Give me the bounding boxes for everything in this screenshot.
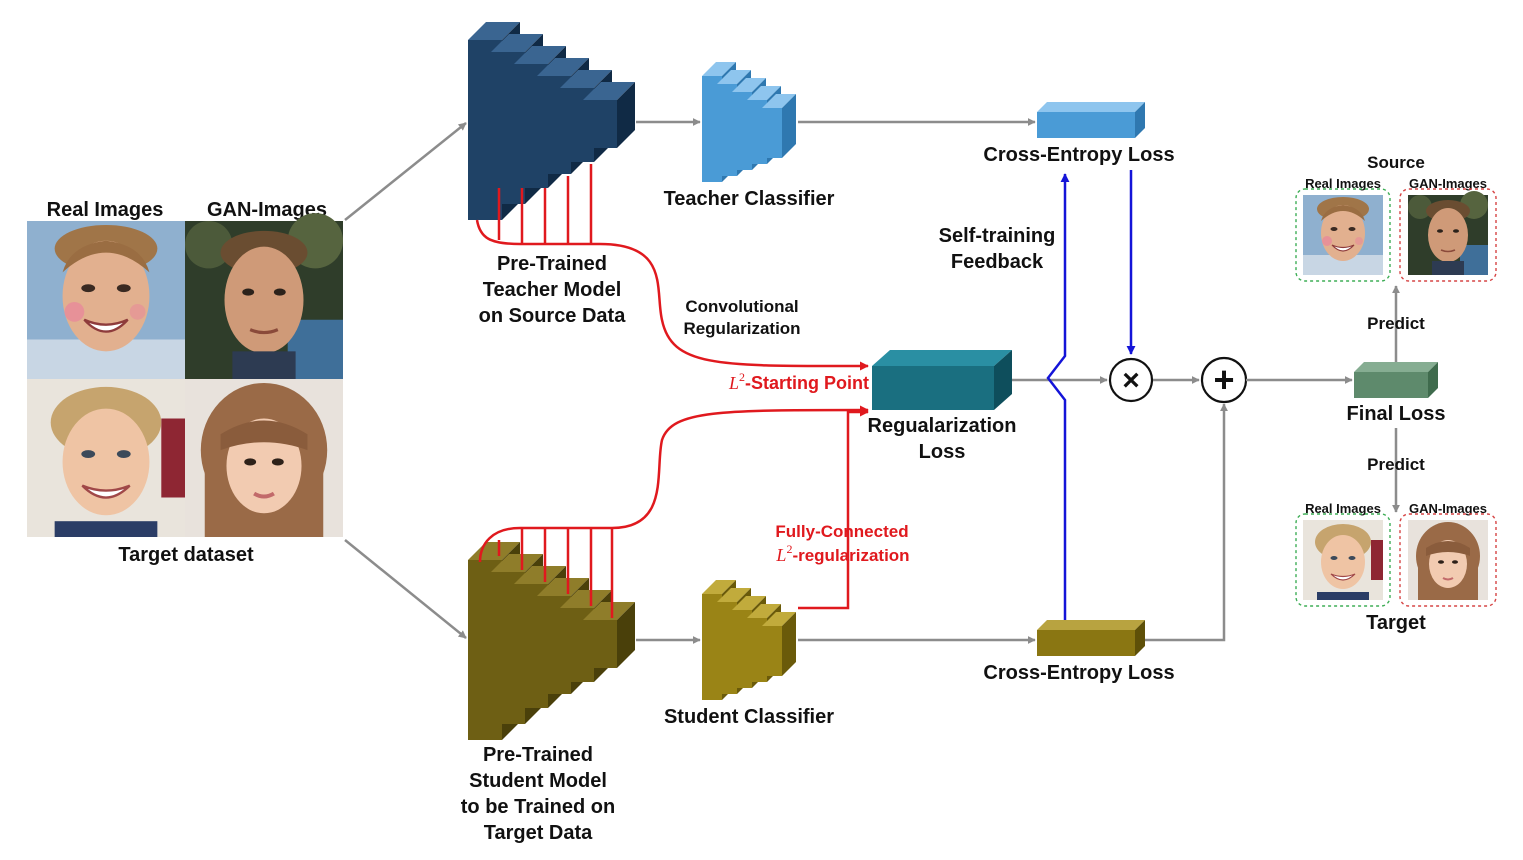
- source-gan-thumbnail: [1407, 190, 1489, 276]
- source-real-label: Real Images: [1305, 176, 1381, 191]
- arrow-dataset-to-teacher: [344, 122, 467, 221]
- source-real-frame: [1295, 188, 1391, 282]
- student-model-label-line2: Student Model: [469, 770, 607, 792]
- source-gan-label: GAN-Images: [1409, 176, 1487, 191]
- target-real-label: Real Images: [1305, 501, 1381, 516]
- student-classifier-label: Student Classifier: [664, 706, 834, 728]
- student-model-block: [468, 542, 635, 740]
- teacher-model-block: [468, 22, 635, 220]
- student-feature-taps: [478, 526, 614, 618]
- teacher-classifier-label: Teacher Classifier: [664, 188, 835, 210]
- gan-image-2: [183, 377, 345, 539]
- target-real-frame: [1295, 513, 1391, 607]
- conv-regularization-label-line1: Convolutional: [685, 297, 798, 316]
- student-model-label-line1: Pre-Trained: [483, 744, 593, 766]
- fc-regularization-label-line2: L2-regularization: [775, 542, 909, 565]
- student-ce-loss-block: [1037, 620, 1145, 656]
- self-training-feedback-path: [1046, 173, 1070, 620]
- target-label: Target: [1366, 612, 1426, 634]
- real-image-1: [25, 219, 187, 381]
- source-gan-frame: [1399, 188, 1497, 282]
- target-dataset-image-grid: [25, 211, 345, 539]
- final-loss-block: [1354, 362, 1438, 398]
- l2-starting-point-label: L2-Starting Point: [728, 370, 869, 393]
- feedback-label-line1: Self-training: [939, 225, 1056, 247]
- source-label: Source: [1367, 153, 1425, 172]
- teacher-feature-taps: [475, 164, 600, 246]
- dataset-caption: Target dataset: [118, 544, 254, 566]
- regularization-loss-label-line1: Regualarization: [868, 415, 1017, 437]
- fully-connected-regularization-path: [798, 407, 869, 610]
- source-real-thumbnail: [1302, 194, 1384, 276]
- real-image-2: [25, 377, 187, 539]
- teacher-ce-loss-block: [1037, 102, 1145, 138]
- fc-regularization-label-line1: Fully-Connected: [775, 522, 908, 541]
- final-loss-label: Final Loss: [1347, 403, 1446, 425]
- teacher-classifier-block: [702, 62, 796, 182]
- predict-target-label: Predict: [1367, 455, 1425, 474]
- teacher-model-label-line1: Pre-Trained: [497, 253, 607, 275]
- target-gan-label: GAN-Images: [1409, 501, 1487, 516]
- teacher-model-label-line2: Teacher Model: [483, 279, 622, 301]
- target-gan-frame: [1399, 513, 1497, 607]
- gan-image-1: [183, 211, 345, 381]
- student-classifier-block: [702, 580, 796, 700]
- multiply-symbol: ×: [1122, 364, 1140, 397]
- student-model-label-line3: to be Trained on: [461, 796, 615, 818]
- regularization-loss-block: [872, 350, 1012, 410]
- target-real-thumbnail: [1302, 519, 1384, 601]
- dataset-real-label: Real Images: [47, 199, 164, 221]
- student-model-label-line4: Target Data: [484, 822, 593, 844]
- target-gan-thumbnail: [1407, 519, 1489, 601]
- conv-regularization-label-line2: Regularization: [683, 319, 800, 338]
- student-ce-loss-label: Cross-Entropy Loss: [983, 662, 1174, 684]
- multiply-node: ×: [1108, 357, 1154, 403]
- regularization-loss-label-line2: Loss: [919, 441, 966, 463]
- teacher-ce-loss-label: Cross-Entropy Loss: [983, 144, 1174, 166]
- arrow-dataset-to-student: [344, 539, 467, 639]
- teacher-model-label-line3: on Source Data: [479, 305, 627, 327]
- predict-source-label: Predict: [1367, 314, 1425, 333]
- add-node: +: [1200, 356, 1248, 404]
- feedback-label-line2: Feedback: [951, 251, 1044, 273]
- l2-starting-point-path: [611, 405, 869, 530]
- arrow-student-ce-to-add: [1145, 403, 1228, 642]
- add-symbol: +: [1213, 359, 1234, 400]
- convolutional-regularization-path: [599, 242, 869, 371]
- dataset-gan-label: GAN-Images: [207, 199, 327, 221]
